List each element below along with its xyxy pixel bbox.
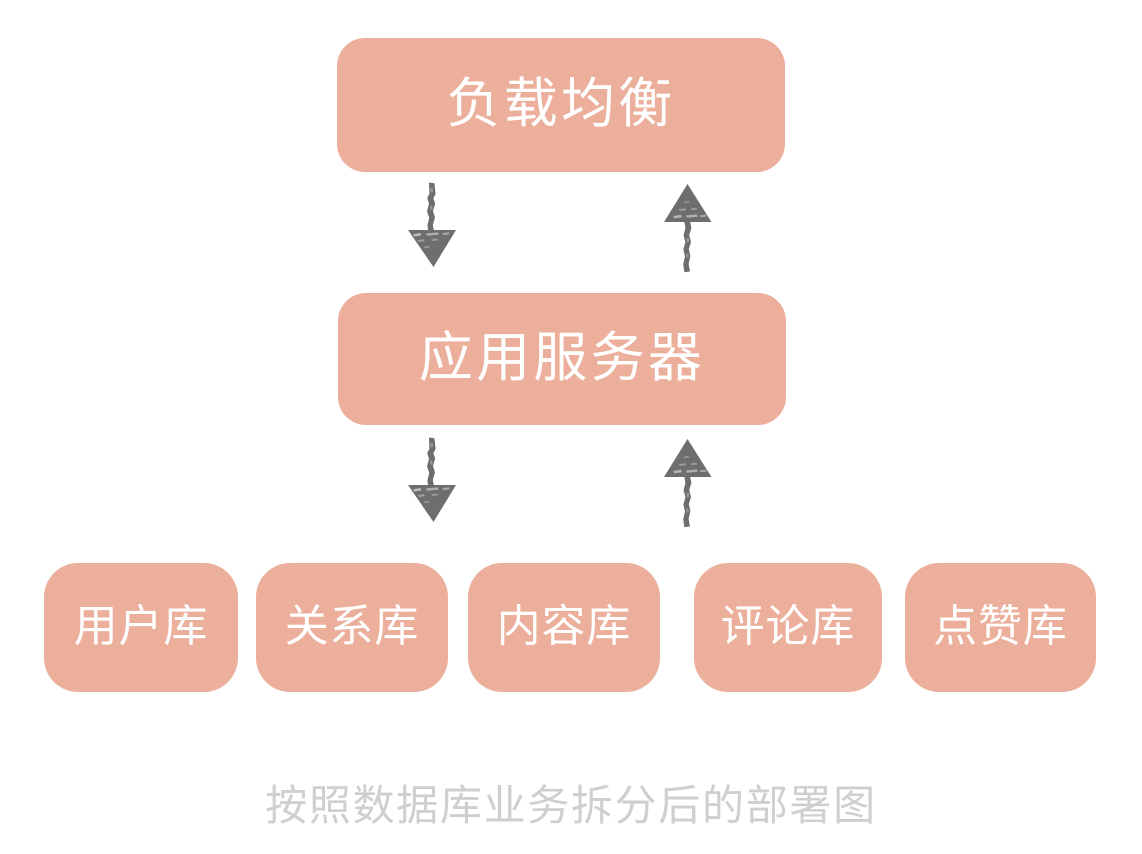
node-load-balancer[interactable]: 负载均衡 <box>337 38 785 172</box>
node-like-db[interactable]: 点赞库 <box>905 563 1096 692</box>
arrow-app-server-to-load-balancer-up <box>660 182 716 274</box>
node-content-db[interactable]: 内容库 <box>468 563 660 692</box>
arrow-load-balancer-to-app-server-down <box>404 182 460 268</box>
node-app-server[interactable]: 应用服务器 <box>338 293 786 425</box>
node-like-db-label: 点赞库 <box>933 600 1068 652</box>
node-user-db[interactable]: 用户库 <box>44 563 238 692</box>
node-content-db-label: 内容库 <box>496 600 632 652</box>
database-row: 用户库 关系库 内容库 评论库 点赞库 <box>44 563 1096 692</box>
node-load-balancer-label: 负载均衡 <box>446 72 676 135</box>
diagram-caption: 按照数据库业务拆分后的部署图 <box>265 781 877 830</box>
arrow-app-server-to-databases-down <box>404 437 460 523</box>
node-relation-db[interactable]: 关系库 <box>256 563 448 692</box>
node-comment-db[interactable]: 评论库 <box>694 563 882 692</box>
node-app-server-label: 应用服务器 <box>418 326 706 389</box>
arrow-databases-to-app-server-up <box>660 437 716 529</box>
node-relation-db-label: 关系库 <box>284 600 420 652</box>
node-user-db-label: 用户库 <box>73 600 209 652</box>
node-comment-db-label: 评论库 <box>720 600 856 652</box>
